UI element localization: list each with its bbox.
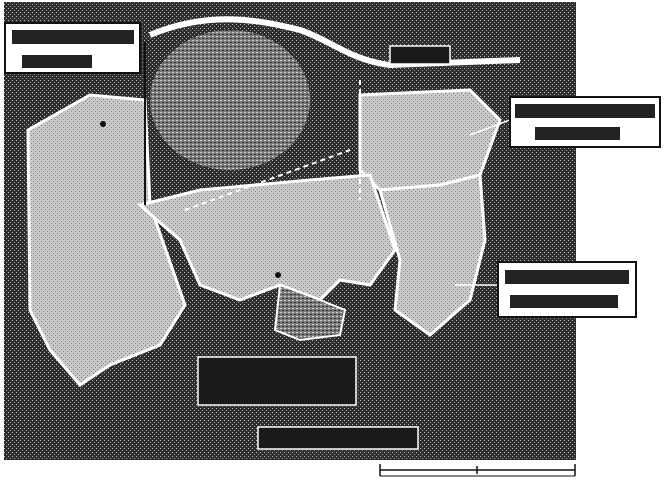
callout-district-ne bbox=[509, 96, 661, 148]
leader-ne bbox=[469, 117, 516, 136]
marker-west bbox=[100, 121, 106, 127]
callout-district-nw bbox=[4, 22, 141, 74]
label-river-small bbox=[389, 45, 451, 65]
marker-center bbox=[275, 272, 281, 278]
river-line bbox=[148, 16, 521, 69]
label-bottom bbox=[257, 426, 419, 450]
callout-zone-center bbox=[197, 356, 357, 406]
central-zone-region bbox=[136, 173, 397, 302]
dashed-boundary-diagonal bbox=[184, 149, 351, 211]
scale-bar bbox=[379, 464, 576, 477]
callout-district-e bbox=[497, 261, 637, 318]
district-east-region bbox=[378, 173, 487, 337]
lower-lobe-region bbox=[273, 283, 347, 342]
mountain-area bbox=[150, 30, 310, 170]
